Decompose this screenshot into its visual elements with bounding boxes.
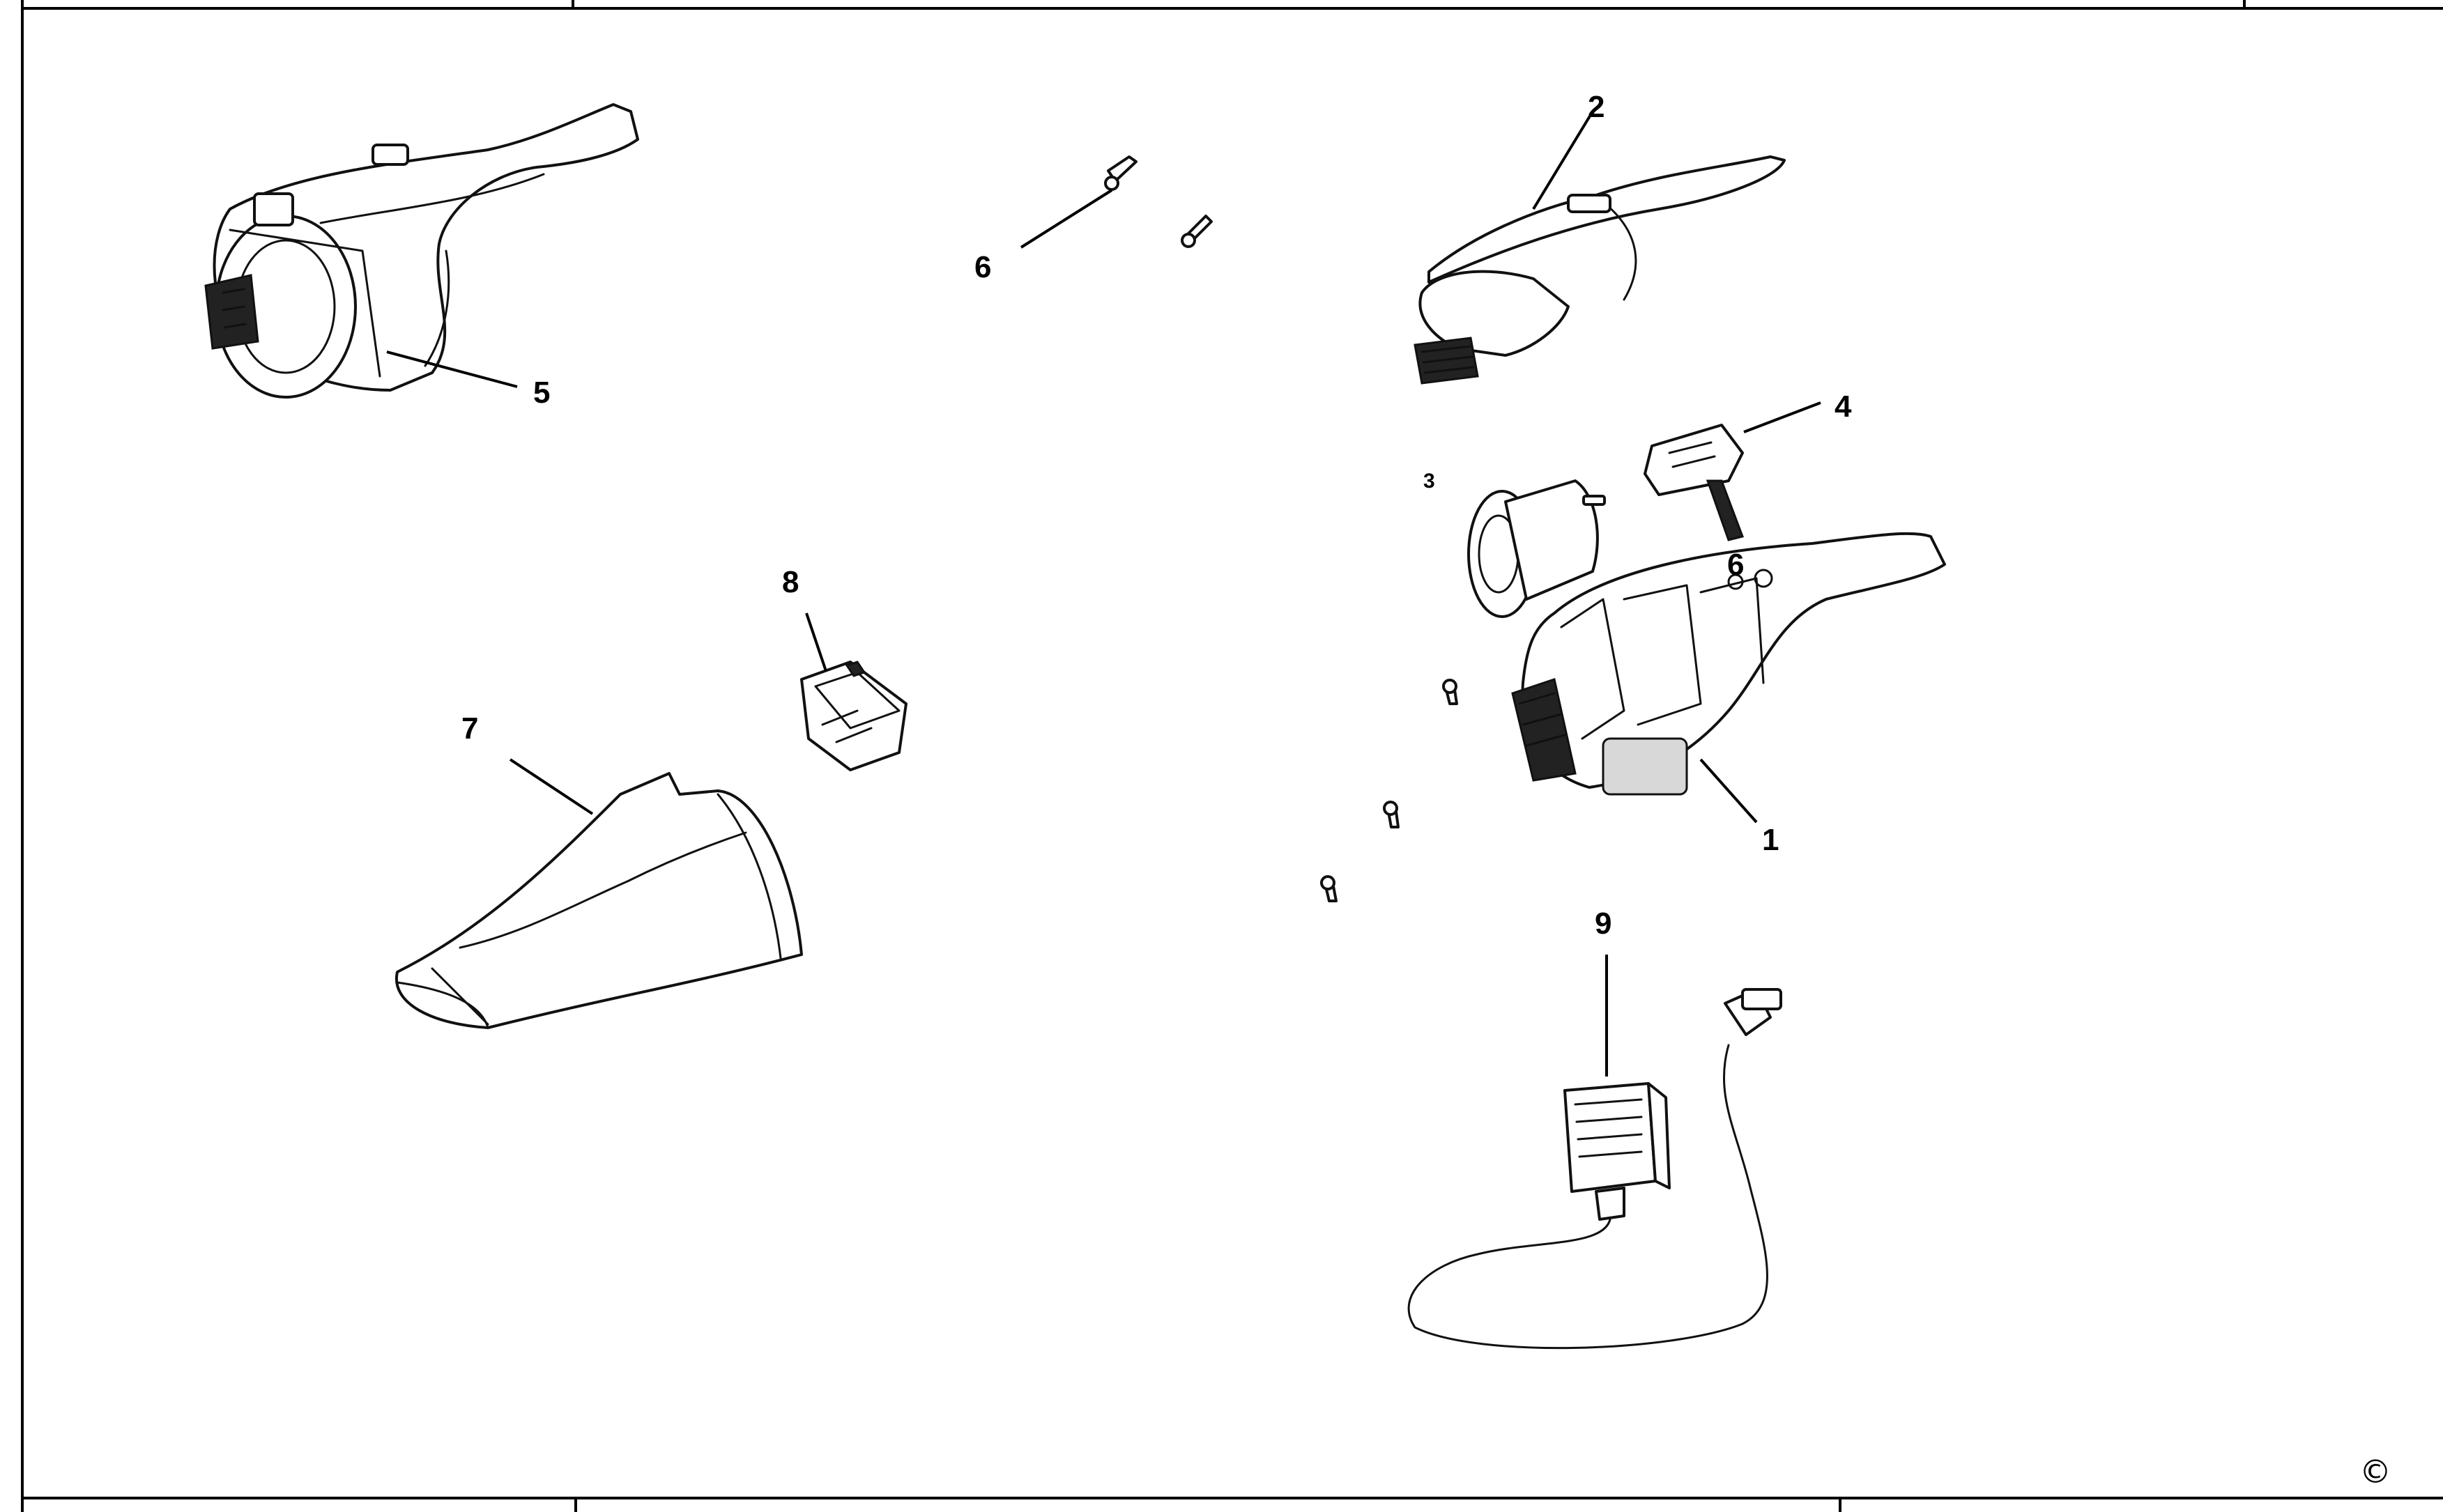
copyright-mark: ©	[2359, 1453, 2391, 1490]
part-8-filter	[800, 661, 907, 771]
drawing-frame	[21, 0, 2443, 1512]
callout-6-right: 6	[1727, 548, 1744, 582]
callout-9: 9	[1595, 907, 1611, 941]
callout-4: 4	[1835, 389, 1852, 424]
part-7-dust-bowl	[395, 772, 803, 1029]
part-6-screws	[1104, 155, 1458, 902]
part-9-charger	[1407, 988, 1782, 1350]
part-5-assembled-vacuum	[204, 103, 639, 399]
callout-7: 7	[461, 711, 478, 746]
part-2-upper-housing	[1414, 155, 1786, 385]
part-4-switch-terminal	[1644, 424, 1744, 541]
callout-1: 1	[1762, 823, 1779, 857]
callout-3: 3	[1423, 470, 1435, 493]
callout-8: 8	[782, 565, 799, 599]
callout-6-top: 6	[974, 250, 991, 284]
part-1-lower-housing	[1511, 532, 1946, 796]
leader-lines	[386, 110, 1821, 1077]
callout-labels: 5 2 6 4 3 6 8 7 1 9	[461, 90, 1852, 941]
callout-5: 5	[533, 376, 550, 410]
callout-2: 2	[1588, 90, 1605, 124]
part-3-motor	[1467, 479, 1606, 618]
